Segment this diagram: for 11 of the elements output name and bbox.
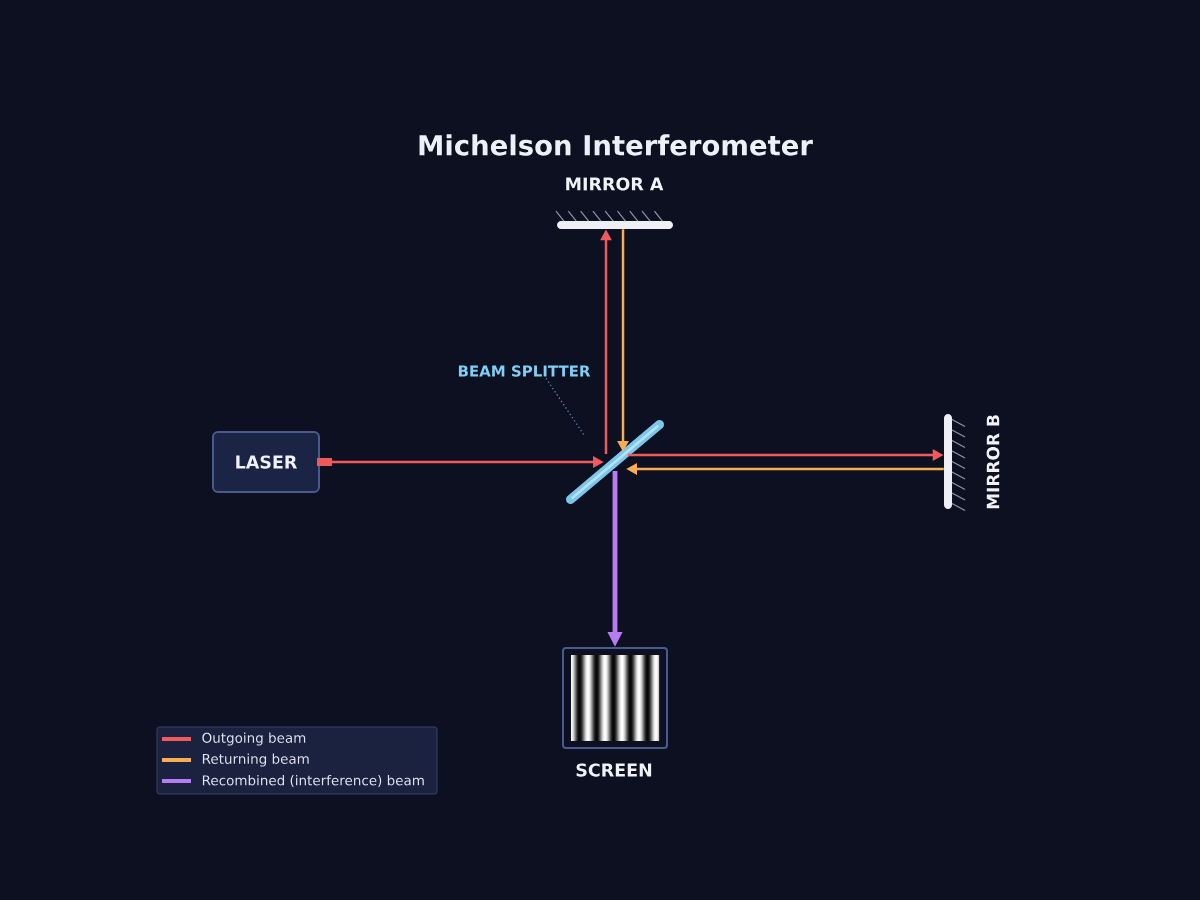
title: Michelson Interferometer (419, 134, 813, 156)
legend-text: Outgoing beam (202, 732, 306, 746)
leader-line (545, 377, 585, 436)
callout-label: BEAM SPLITTER (458, 365, 591, 377)
mirror-label: MIRROR B (986, 415, 1000, 509)
beam-splitter-plate (566, 420, 664, 504)
laser-box: LASER (212, 431, 320, 493)
legend-text: Recombined (interference) beam (202, 775, 424, 788)
legend-text: Returning beam (202, 753, 309, 767)
screen-label: SCREEN (576, 763, 652, 777)
mirror-label: MIRROR A (566, 177, 664, 191)
